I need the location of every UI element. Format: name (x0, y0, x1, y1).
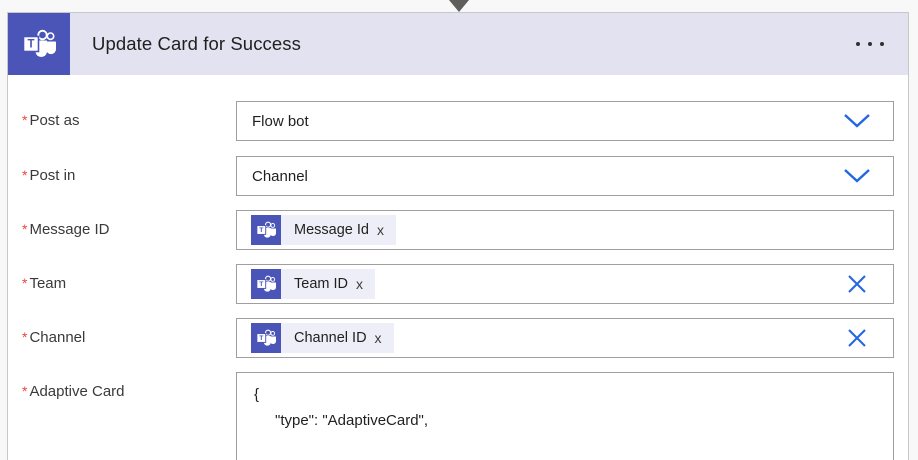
menu-dot (856, 42, 860, 46)
svg-text:T: T (259, 335, 264, 342)
message-id-input[interactable]: T Message Id x (236, 210, 894, 250)
post-as-dropdown[interactable]: Flow bot (236, 101, 894, 141)
svg-text:T: T (259, 227, 264, 234)
post-in-value: Channel (252, 167, 308, 185)
team-input[interactable]: T Team ID x (236, 264, 894, 304)
field-control-post-in: Channel (236, 156, 894, 196)
required-asterisk: * (22, 275, 28, 291)
chevron-down-icon[interactable] (821, 157, 893, 195)
field-control-post-as: Flow bot (236, 101, 894, 141)
card-title: Update Card for Success (92, 33, 301, 54)
required-asterisk: * (22, 112, 28, 128)
channel-input[interactable]: T Channel ID x (236, 318, 894, 358)
field-row-message-id: *Message ID (8, 210, 908, 250)
field-row-post-in: *Post in Channel (8, 156, 908, 196)
microsoft-teams-icon: T (251, 269, 281, 299)
chevron-down-icon[interactable] (821, 102, 893, 140)
card-header[interactable]: T Update Card for Success (8, 13, 908, 75)
token-label: Team ID (294, 276, 348, 292)
chevron-down-arrow-icon (449, 0, 469, 13)
microsoft-teams-icon: T (251, 323, 281, 353)
field-row-channel: *Channel (8, 318, 908, 358)
field-control-message-id: T Message Id x (236, 210, 894, 250)
field-label-team: *Team (22, 275, 67, 292)
close-icon[interactable] (821, 265, 893, 303)
token-label: Channel ID (294, 330, 367, 346)
field-label-post-in: *Post in (22, 167, 76, 184)
token-label: Message Id (294, 222, 369, 238)
required-asterisk: * (22, 383, 28, 399)
field-row-adaptive-card: *Adaptive Card { "type": "AdaptiveCard", (8, 372, 908, 460)
token-chip-channel[interactable]: T Channel ID x (251, 323, 394, 353)
ellipsis-menu-icon[interactable] (850, 34, 890, 54)
post-as-value: Flow bot (252, 112, 309, 130)
field-label-channel: *Channel (22, 329, 86, 346)
menu-dot (880, 42, 884, 46)
required-asterisk: * (22, 167, 28, 183)
card-body: *Post as Flow bot *Post i (8, 101, 908, 460)
svg-text:T: T (259, 281, 264, 288)
token-remove-icon[interactable]: x (356, 276, 363, 292)
code-line: "type": "AdaptiveCard", (275, 412, 429, 429)
required-asterisk: * (22, 329, 28, 345)
post-in-dropdown[interactable]: Channel (236, 156, 894, 196)
field-label-post-as: *Post as (22, 112, 80, 129)
token-chip-message-id[interactable]: T Message Id x (251, 215, 396, 245)
field-control-adaptive-card: { "type": "AdaptiveCard", (236, 372, 894, 460)
field-control-channel: T Channel ID x (236, 318, 894, 358)
menu-dot (868, 42, 872, 46)
close-icon[interactable] (821, 319, 893, 357)
field-row-team: *Team (8, 264, 908, 304)
microsoft-teams-icon: T (8, 13, 70, 75)
microsoft-teams-icon: T (251, 215, 281, 245)
adaptive-card-textarea[interactable]: { "type": "AdaptiveCard", (236, 372, 894, 460)
token-chip-team[interactable]: T Team ID x (251, 269, 375, 299)
code-line: { (254, 386, 260, 403)
svg-text:T: T (27, 38, 34, 50)
field-label-message-id: *Message ID (22, 221, 110, 238)
action-card: T Update Card for Success *Post as Flow … (7, 12, 909, 460)
field-control-team: T Team ID x (236, 264, 894, 304)
token-remove-icon[interactable]: x (376, 222, 384, 238)
required-asterisk: * (22, 221, 28, 237)
field-label-adaptive-card: *Adaptive Card (22, 383, 125, 400)
token-remove-icon[interactable]: x (374, 330, 382, 346)
field-row-post-as: *Post as Flow bot (8, 101, 908, 141)
